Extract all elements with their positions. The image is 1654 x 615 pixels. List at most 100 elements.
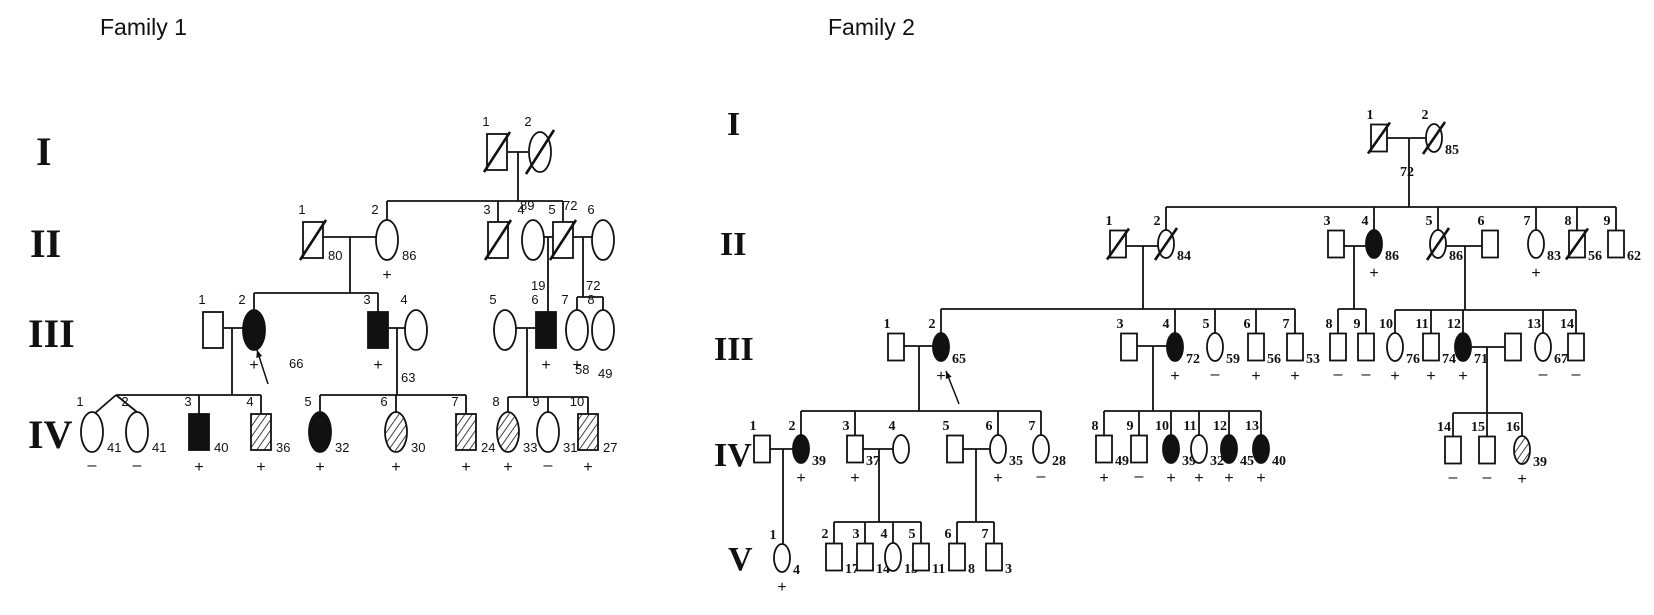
individual-number: 3 (363, 292, 370, 307)
male-square-icon (1607, 229, 1625, 259)
individual-number: 13 (1245, 419, 1259, 434)
test-result-negative: – (1539, 366, 1548, 383)
generation-label-I: I (727, 106, 740, 143)
age-label: 86 (1385, 249, 1399, 264)
age-label: 4 (793, 563, 800, 578)
individual-number: 5 (943, 419, 950, 434)
family-1-title: Family 1 (100, 14, 187, 40)
deceased-slash-icon (548, 219, 578, 261)
generation-label-I: I (36, 129, 52, 174)
individual-number: 6 (531, 292, 538, 307)
individual-number: 12 (1213, 419, 1227, 434)
individual-IV-7: 728– (1029, 419, 1067, 485)
age-label: 39 (812, 454, 826, 469)
individual-III-1: 1 (884, 317, 905, 362)
age-label: 27 (603, 440, 617, 455)
test-result-negative: – (1483, 469, 1492, 486)
test-result-positive: + (256, 459, 265, 476)
age-label: 37 (866, 454, 880, 469)
male-square-icon (1504, 332, 1522, 362)
individual-number: 4 (400, 292, 407, 307)
male-square-icon (1247, 332, 1265, 362)
age-label: 49 (598, 366, 612, 381)
individual-number: 9 (532, 394, 539, 409)
age-label: 71 (1474, 352, 1488, 367)
generation-label-III: III (28, 311, 75, 356)
female-circle-icon (404, 309, 428, 351)
individual-number: 6 (986, 419, 993, 434)
test-result-positive: + (373, 357, 382, 374)
individual-V-5: 511 (909, 527, 946, 577)
age-label: 67 (1554, 352, 1568, 367)
age-label: 33 (523, 440, 537, 455)
individual-number: 4 (517, 202, 524, 217)
age-label: 80 (328, 248, 342, 263)
individual-number: 3 (1324, 214, 1331, 229)
individual-III-8: 8 (587, 292, 615, 351)
deceased-slash-icon (1153, 227, 1179, 261)
individual-number: 7 (1524, 214, 1531, 229)
female-circle-icon (773, 543, 791, 573)
female-circle-icon (792, 434, 810, 464)
individual-number: 2 (121, 394, 128, 409)
test-result-positive: + (1166, 470, 1175, 487)
individual-IV-8: 849+ (1092, 419, 1130, 487)
individual-number: 1 (298, 202, 305, 217)
test-result-positive: + (1194, 470, 1203, 487)
individual-I-2: 285 (1422, 108, 1460, 158)
individual-number: 9 (1127, 419, 1134, 434)
individual-number: 6 (1244, 317, 1251, 332)
male-square-icon (753, 434, 771, 464)
individual-I-1: 172 (1367, 108, 1415, 180)
individual-IV-3: 340+ (184, 394, 228, 476)
individual-IV-9: 931– (532, 394, 577, 474)
male-square-icon (202, 311, 224, 349)
age-label: 86 (402, 248, 416, 263)
individual-number: 3 (843, 419, 850, 434)
individual-IV-6: 630+ (380, 394, 425, 476)
male-square-icon (1444, 435, 1462, 465)
test-result-positive: + (1290, 368, 1299, 385)
age-label: 72 (563, 198, 577, 213)
individual-number: 1 (482, 114, 489, 129)
individual-IV-4: 436+ (246, 394, 290, 476)
female-circle-icon (1190, 434, 1208, 464)
individual-V-7: 73 (982, 527, 1013, 577)
female-circle-icon (1534, 332, 1552, 362)
individual-number: 5 (1203, 317, 1210, 332)
individual-II-8: 856 (1565, 214, 1603, 264)
age-label: 74 (1442, 352, 1456, 367)
individual-III-4: 4 (400, 292, 428, 351)
female-circle-icon (1386, 332, 1404, 362)
individual-IV-5: 532+ (304, 394, 349, 476)
individual-II-7: 783+ (1524, 214, 1562, 282)
generation-label-II: II (720, 226, 746, 263)
female-circle-icon (1527, 229, 1545, 259)
individual-number: 7 (561, 292, 568, 307)
individual-II-4: 486+ (1362, 214, 1400, 282)
age-label: 84 (1177, 249, 1191, 264)
individual-number: 8 (1326, 317, 1333, 332)
female-circle-icon (80, 411, 104, 453)
test-result-positive: + (777, 579, 786, 596)
individual-number: 3 (1117, 317, 1124, 332)
female-circle-icon (591, 219, 615, 261)
individual-III-6: 658+ (531, 292, 589, 377)
male-square-icon (188, 413, 210, 451)
individual-III-2: 266+ (238, 292, 303, 374)
male-square-icon (948, 542, 966, 572)
age-label: 66 (289, 356, 303, 371)
individual-number: 4 (246, 394, 253, 409)
male-square-icon (367, 311, 389, 349)
female-circle-icon (932, 332, 950, 362)
individual-number: 16 (1506, 420, 1520, 435)
individual-IV-1: 1 (750, 419, 771, 464)
test-result-positive: + (1369, 265, 1378, 282)
female-circle-icon (493, 309, 517, 351)
